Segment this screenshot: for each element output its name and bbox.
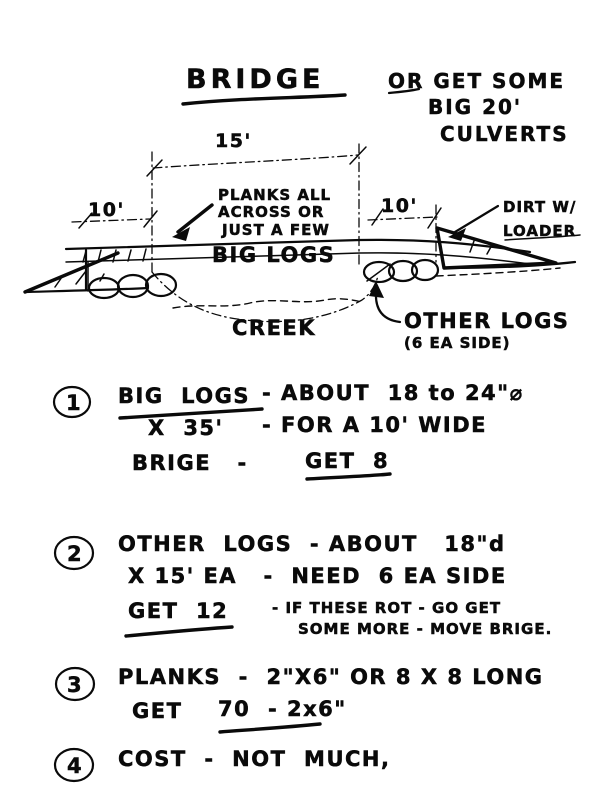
left-log-end-1 <box>87 276 121 300</box>
note-1-line1-b: - ABOUT 18 to 24"⌀ <box>262 381 524 405</box>
note-1-bullet-circle <box>52 385 92 419</box>
deck-bottom-line <box>65 252 531 265</box>
right-ground-line <box>442 260 577 270</box>
deck-top-line <box>64 238 532 254</box>
dirt-label-line1: DIRT W/ <box>503 198 576 216</box>
left-log-end-3 <box>144 272 178 298</box>
creek-label: CREEK <box>232 316 316 340</box>
right-ground-dashed <box>435 267 561 277</box>
note-1-line3-b: GET 8 <box>305 449 389 473</box>
dirt-arrow-head <box>448 228 466 241</box>
note-3-underline <box>218 722 322 734</box>
other-logs-line1: OTHER LOGS <box>404 309 569 333</box>
ramp-inner-line <box>29 255 113 291</box>
note-2-line1: OTHER LOGS - ABOUT 18"d <box>118 532 506 556</box>
left-log-end-2 <box>116 273 150 299</box>
title-text: BRIDGE <box>186 64 324 95</box>
dirt-hatch <box>469 240 475 253</box>
note-2-line2: X 15' EA - NEED 6 EA SIDE <box>128 564 507 588</box>
planks-label-line1: PLANKS ALL <box>218 186 331 204</box>
dirt-hatch <box>486 244 493 255</box>
note-3-get: GET <box>132 699 182 723</box>
note-2-get12-underline <box>124 625 234 638</box>
note-2-more-line: SOME MORE - MOVE BRIGE. <box>298 620 552 638</box>
span-tick-right <box>349 146 367 165</box>
left-depth-tick-a <box>78 212 93 229</box>
note-2-number: 2 <box>67 542 83 566</box>
planks-label-line3: JUST A FEW <box>221 221 330 239</box>
right-log-slash <box>366 263 391 282</box>
right-depth-line <box>367 216 438 221</box>
ramp-hatch <box>54 276 63 288</box>
right-depth-tick-a <box>371 208 384 226</box>
plank-hatch <box>142 248 147 262</box>
note-4-number: 4 <box>67 754 83 778</box>
or-underline <box>387 87 421 95</box>
span-dimension-line <box>152 154 359 169</box>
note-3-number: 3 <box>67 673 83 697</box>
note-2-rot-line: - IF THESE ROT - GO GET <box>272 599 501 617</box>
note-1-line3-a: BRIGE - <box>132 451 248 475</box>
left-depth-tick-b <box>143 210 158 228</box>
right-log-end-3 <box>410 258 440 282</box>
note-1-number: 1 <box>66 391 82 415</box>
other-logs-line2: (6 EA SIDE) <box>404 334 511 352</box>
note-1-line1-a: BIG LOGS <box>118 384 250 408</box>
right-log-end-1 <box>362 260 396 284</box>
note-1-get8-underline <box>305 472 392 481</box>
dirt-arrow-shaft <box>453 204 500 234</box>
big-logs-label: BIG LOGS <box>212 243 335 267</box>
dirt-label-line2: LOADER <box>503 222 576 240</box>
planks-label-line2: ACROSS OR <box>218 203 324 221</box>
plank-hatch <box>127 249 132 262</box>
note-2-bullet-circle <box>53 535 95 571</box>
right-depth-tick-b <box>427 207 442 229</box>
title-underline <box>181 93 347 106</box>
note-4-line1: COST - NOT MUCH, <box>118 747 390 771</box>
note-1-big-logs-underline <box>118 407 264 420</box>
other-logs-arrow-head <box>369 281 384 298</box>
dirt-fill-triangle <box>435 226 558 270</box>
creek-bed-outline <box>151 271 379 323</box>
note-3-size: - 2x6" <box>268 697 347 721</box>
note-2-get12: GET 12 <box>128 599 228 623</box>
right-depth-label: 10' <box>381 195 418 217</box>
note-3-bullet-circle <box>54 666 96 702</box>
right-log-end-2 <box>387 259 419 283</box>
note-3-quantity: 70 <box>218 697 250 721</box>
note-1-line2-a: X 35' <box>148 416 223 440</box>
planks-arrow-head <box>172 227 190 241</box>
ramp-hatch <box>75 270 87 285</box>
span-dimension-label: 15' <box>215 130 252 152</box>
left-depth-label: 10' <box>88 199 125 221</box>
note-3-line1: PLANKS - 2"X6" OR 8 X 8 LONG <box>118 665 544 689</box>
alt-note-line3: CULVERTS <box>440 122 569 146</box>
span-tick-left <box>146 159 163 177</box>
note-1-line2-b: - FOR A 10' WIDE <box>262 413 487 437</box>
loader-underline <box>504 234 581 241</box>
planks-arrow-shaft <box>176 203 214 234</box>
alt-note-line2: BIG 20' <box>428 95 522 119</box>
note-4-bullet-circle <box>53 747 95 783</box>
creek-water-line <box>172 298 363 309</box>
